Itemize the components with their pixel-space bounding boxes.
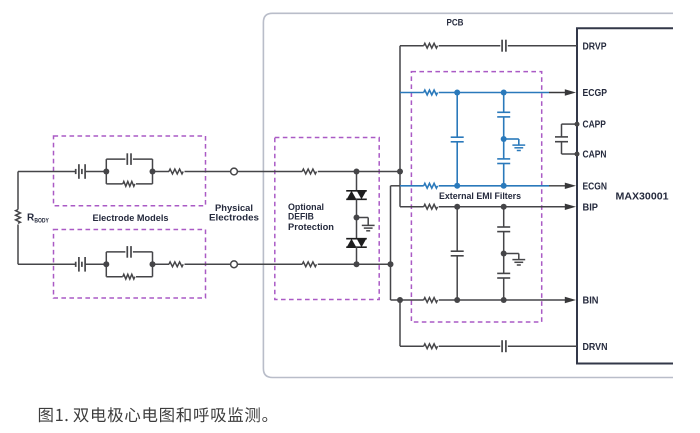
- svg-text:Optional: Optional: [288, 202, 324, 213]
- svg-text:External EMI Filters: External EMI Filters: [439, 191, 521, 202]
- svg-text:DRVN: DRVN: [583, 342, 608, 353]
- svg-text:BODY: BODY: [34, 217, 49, 224]
- svg-text:PCB: PCB: [447, 17, 464, 28]
- svg-text:MAX30001: MAX30001: [616, 191, 669, 203]
- svg-text:Protection: Protection: [288, 222, 334, 233]
- svg-text:BIN: BIN: [583, 296, 599, 307]
- svg-text:ECGN: ECGN: [583, 181, 608, 192]
- svg-text:BIP: BIP: [583, 202, 599, 213]
- svg-text:CAPP: CAPP: [583, 120, 607, 131]
- svg-text:ECGP: ECGP: [583, 88, 608, 99]
- svg-text:DRVP: DRVP: [583, 41, 607, 52]
- svg-text:Electrodes: Electrodes: [209, 212, 259, 223]
- svg-text:Physical: Physical: [215, 203, 253, 214]
- svg-text:R: R: [27, 213, 35, 224]
- svg-text:Electrode Models: Electrode Models: [93, 213, 169, 224]
- svg-text:CAPN: CAPN: [583, 150, 607, 161]
- svg-text:DEFIB: DEFIB: [288, 212, 314, 223]
